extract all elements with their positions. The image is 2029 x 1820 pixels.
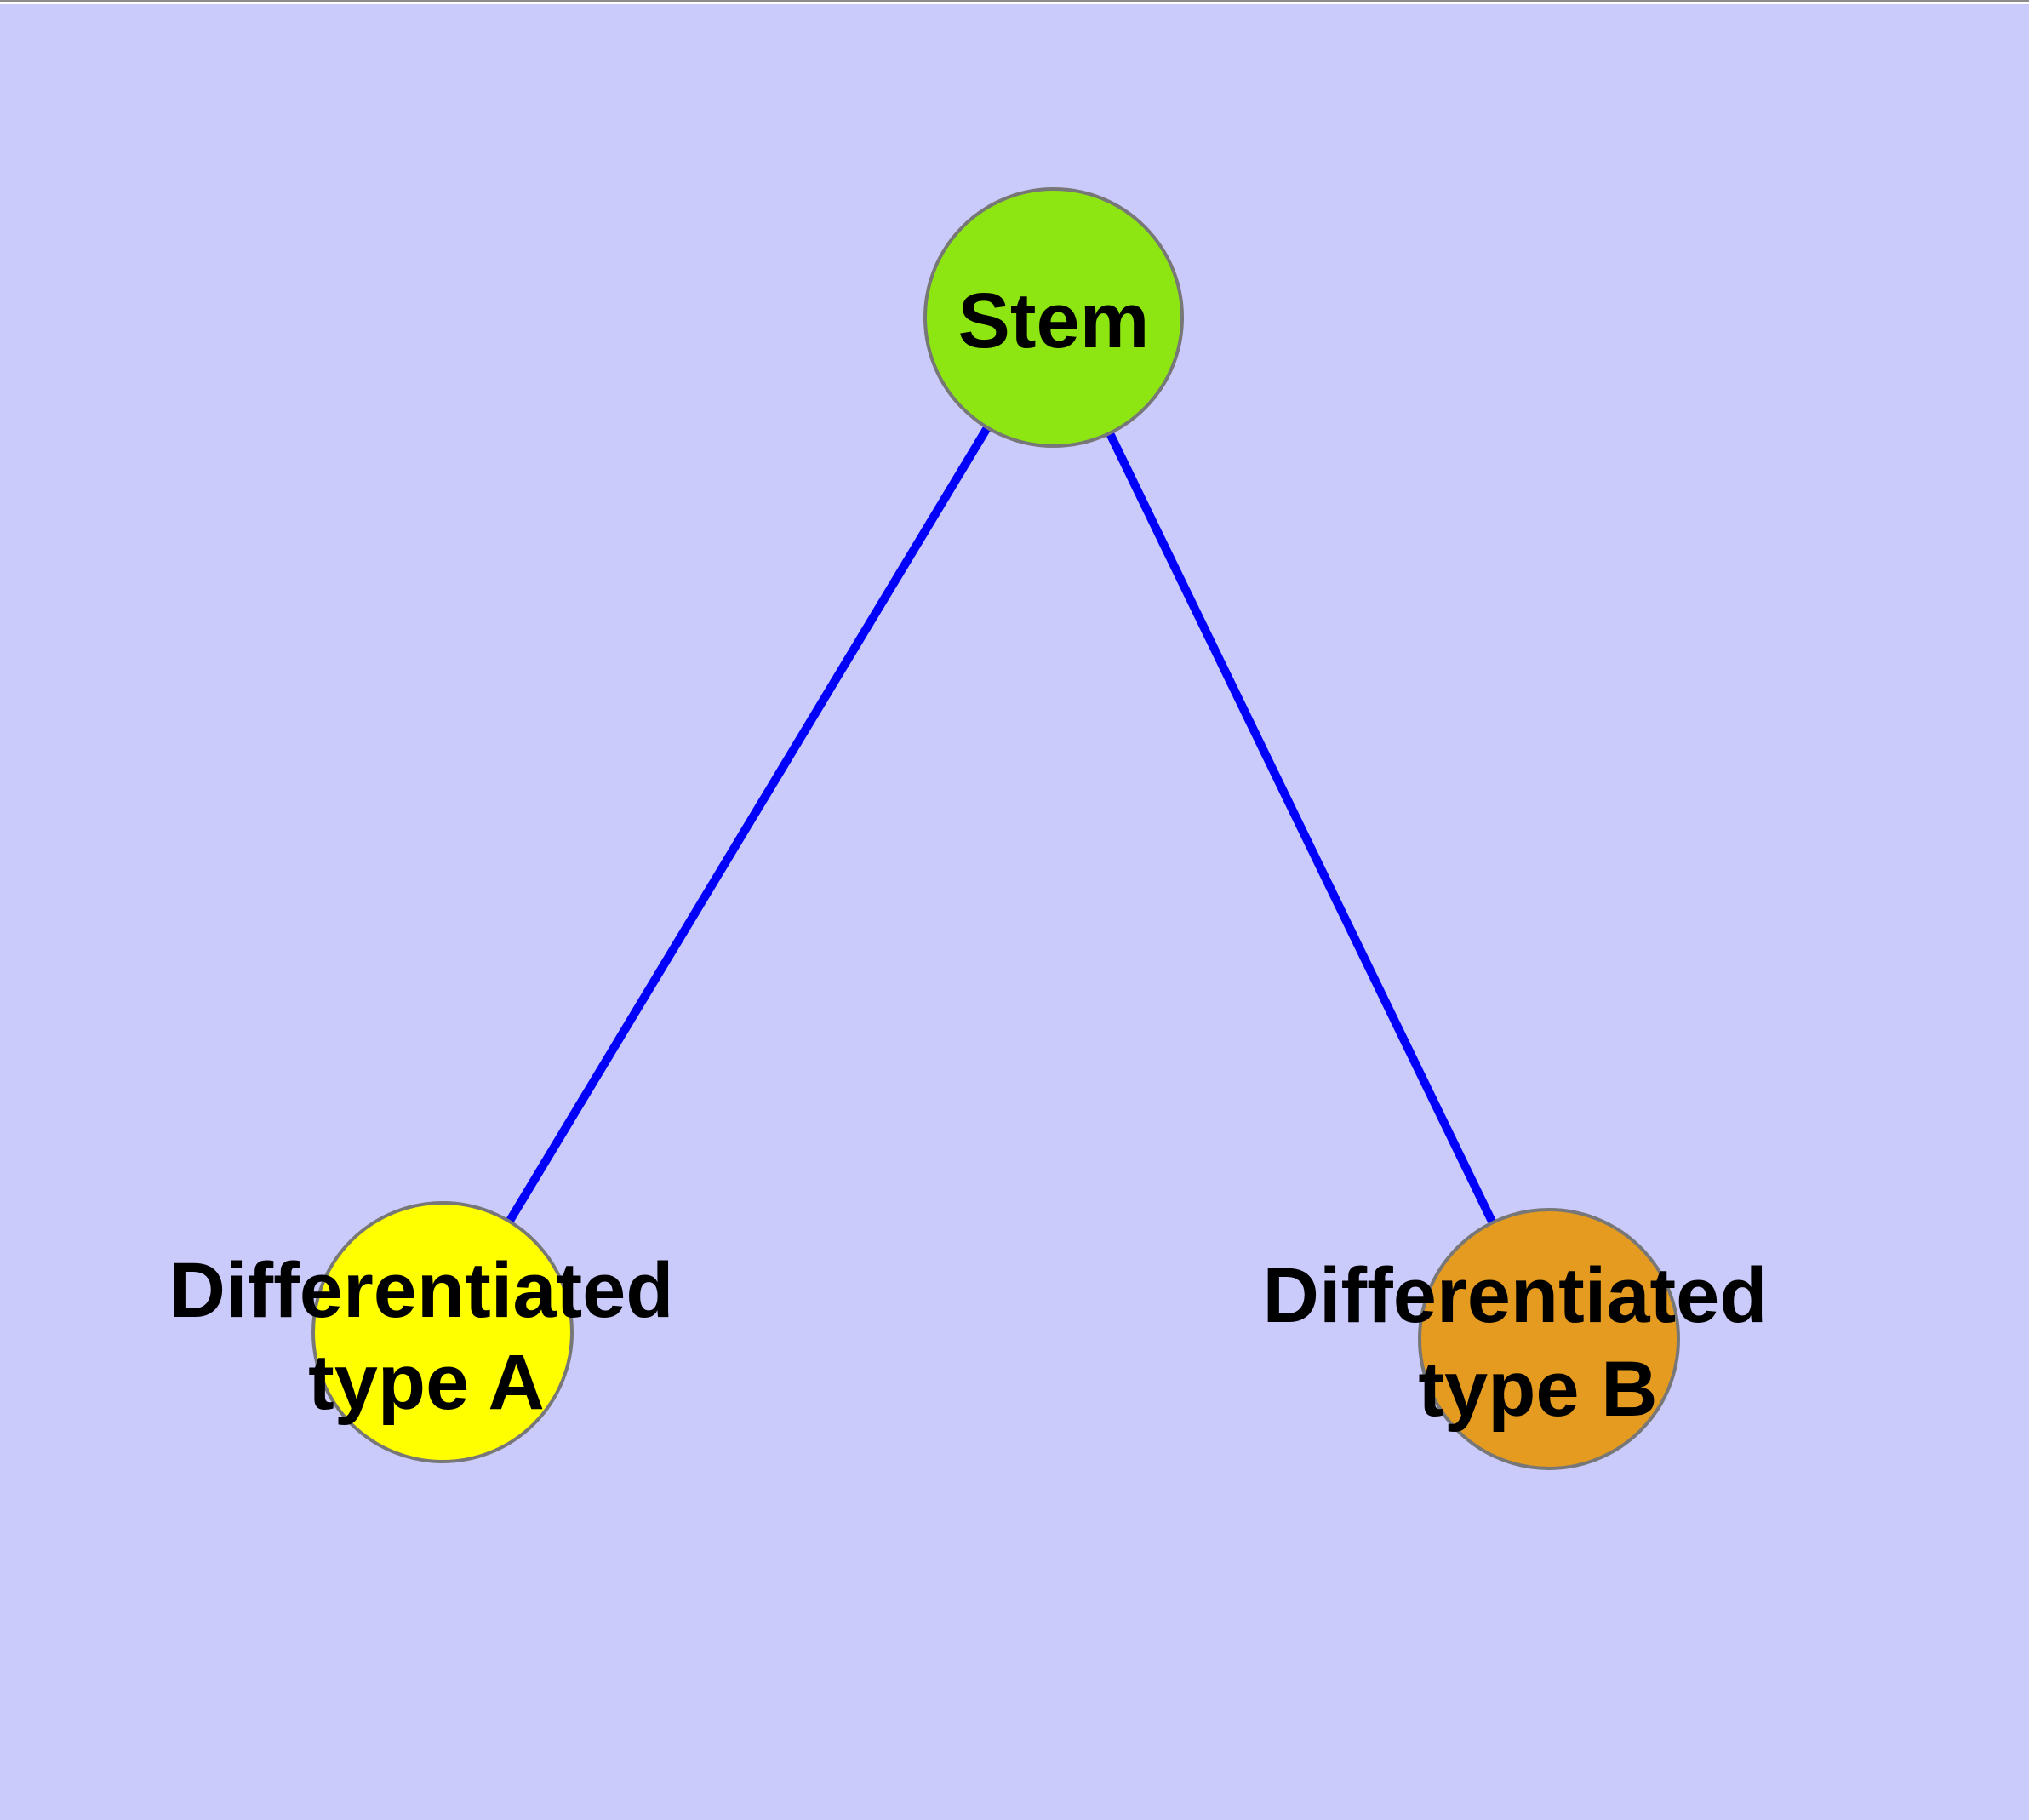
label-layer: Stem Differentiated type A Differentiate… (169, 278, 1768, 1433)
edge-layer (438, 315, 1553, 1342)
edge-stem-to-type-a (438, 315, 1058, 1335)
edge-stem-to-type-b (1049, 315, 1553, 1342)
node-type-a-label-line2: type A (308, 1339, 545, 1426)
top-strip (0, 2, 2029, 4)
node-type-a (311, 1201, 574, 1463)
node-type-b-label-line1: Differentiated (1263, 1252, 1768, 1339)
node-type-a-label-line1: Differentiated (169, 1247, 674, 1334)
node-type-b-label-line2: type B (1418, 1346, 1657, 1433)
node-type-b (1418, 1208, 1680, 1470)
node-stem (923, 187, 1184, 448)
node-stem-label: Stem (958, 278, 1150, 364)
top-edge-line (0, 0, 2029, 2)
node-layer (311, 187, 1680, 1470)
